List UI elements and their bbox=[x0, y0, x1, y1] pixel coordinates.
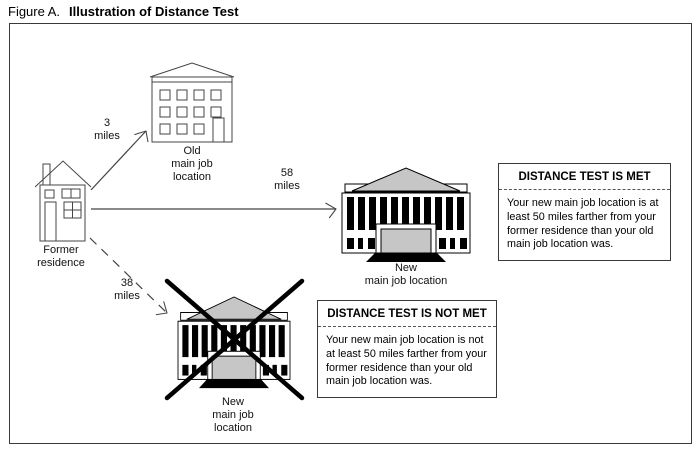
figure-title-text: Illustration of Distance Test bbox=[69, 4, 239, 19]
distance-label-38-miles: 38 miles bbox=[114, 277, 140, 302]
new-job-building-met-icon bbox=[341, 167, 471, 263]
distance-test-not-met-body: Your new main job location is not at lea… bbox=[326, 334, 487, 388]
distance-test-met-body: Your new main job location is at least 5… bbox=[507, 197, 659, 251]
arrow-38-miles bbox=[89, 237, 168, 316]
figure-label: Figure A. bbox=[8, 4, 61, 19]
distance-test-not-met-title: DISTANCE TEST IS NOT MET bbox=[318, 301, 496, 327]
x-mark-icon bbox=[164, 278, 305, 401]
new-job-met-label: New main job location bbox=[364, 262, 448, 287]
old-job-label: Old main job location bbox=[171, 145, 213, 183]
former-residence-label: Former residence bbox=[37, 244, 85, 269]
distance-test-met-box: DISTANCE TEST IS MET Your new main job l… bbox=[498, 163, 671, 262]
distance-label-3-miles: 3 miles bbox=[94, 117, 120, 142]
distance-test-met-title: DISTANCE TEST IS MET bbox=[499, 164, 670, 190]
old-job-building-icon bbox=[149, 62, 235, 143]
figure-title: Figure A. Illustration of Distance Test bbox=[8, 4, 239, 19]
distance-label-58-miles: 58 miles bbox=[274, 167, 300, 192]
distance-test-not-met-box: DISTANCE TEST IS NOT MET Your new main j… bbox=[317, 300, 497, 399]
former-residence-icon bbox=[34, 160, 92, 242]
new-job-not-met-label: New main job location bbox=[212, 396, 254, 434]
arrow-3-miles bbox=[90, 130, 149, 191]
